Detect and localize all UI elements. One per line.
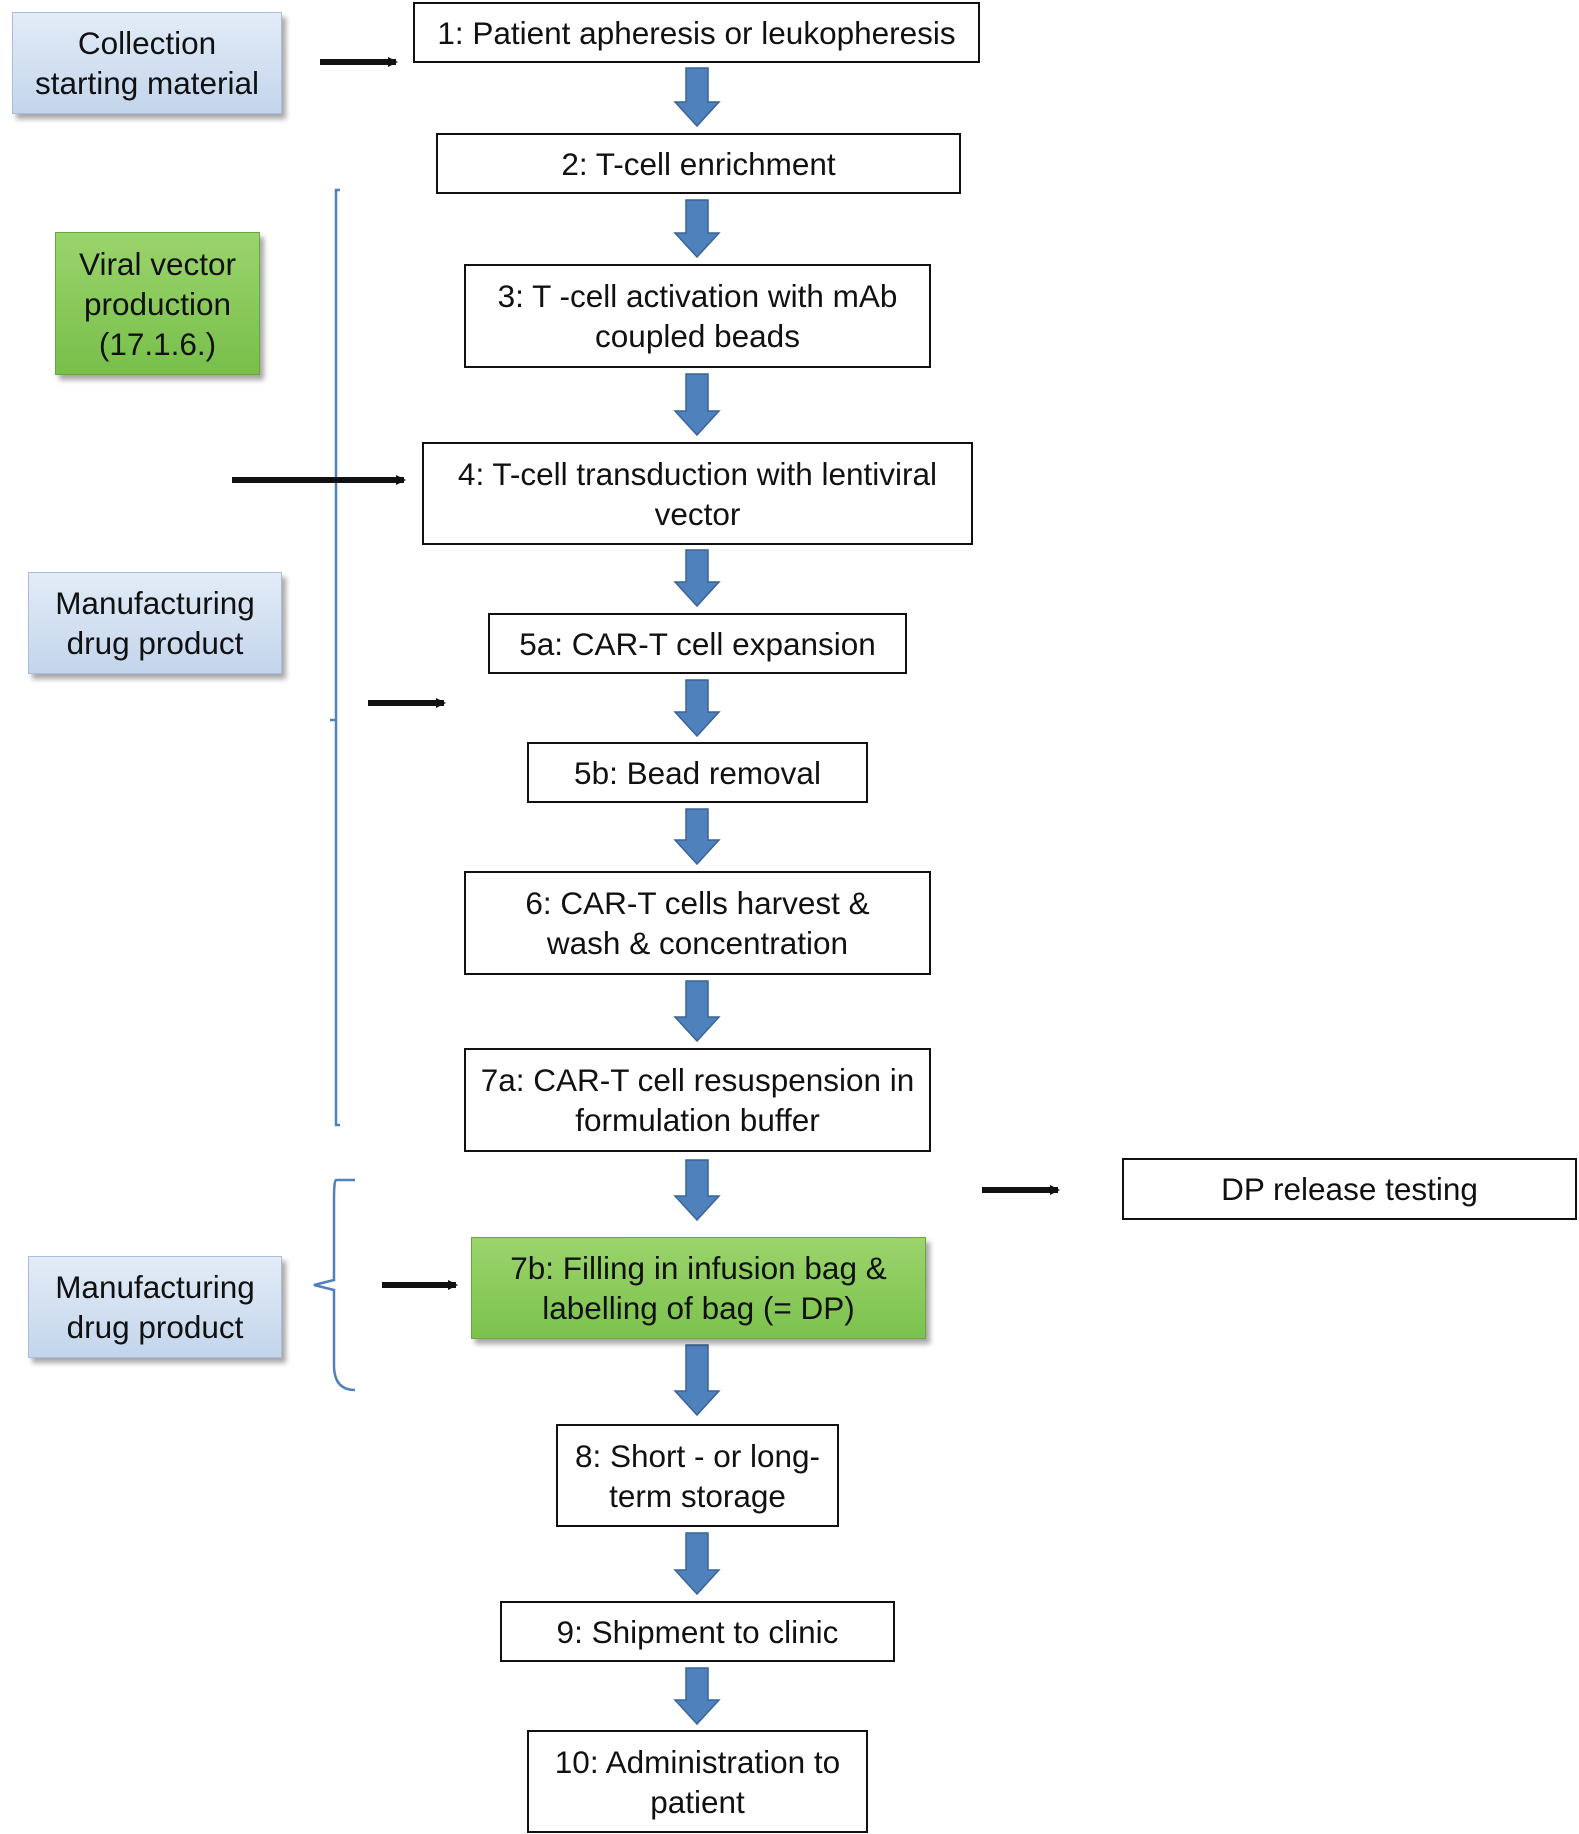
step-10-administration: 10: Administration to patient — [527, 1730, 868, 1833]
flow-arrow-2 — [673, 199, 721, 259]
step-2-t-cell-enrichment: 2: T-cell enrichment — [436, 133, 961, 194]
step-8-storage: 8: Short - or long- term storage — [556, 1424, 839, 1527]
flow-arrow-9 — [673, 1344, 721, 1417]
step-6-harvest-wash: 6: CAR-T cells harvest & wash & concentr… — [464, 871, 931, 975]
flow-arrow-7 — [673, 980, 721, 1043]
step-3-t-cell-activation: 3: T -cell activation with mAb coupled b… — [464, 264, 931, 368]
flow-arrow-8 — [673, 1159, 721, 1222]
collection-starting-material-label: Collection starting material — [12, 12, 282, 114]
flow-arrow-6 — [673, 808, 721, 866]
step-7a-resuspension: 7a: CAR-T cell resuspension in formulati… — [464, 1048, 931, 1152]
dp-release-testing-box: DP release testing — [1122, 1158, 1577, 1220]
step-1-patient-apheresis: 1: Patient apheresis or leukopheresis — [413, 2, 980, 63]
manufacturing-drug-product-label-1: Manufacturing drug product — [28, 572, 282, 674]
flow-arrow-4 — [673, 549, 721, 608]
flow-arrows — [673, 67, 721, 1726]
manufacturing-drug-product-label-2: Manufacturing drug product — [28, 1256, 282, 1358]
flow-arrow-3 — [673, 373, 721, 437]
step-5b-bead-removal: 5b: Bead removal — [527, 742, 868, 803]
flow-arrow-11 — [673, 1667, 721, 1726]
flow-arrow-1 — [673, 67, 721, 128]
step-7b-filling-infusion-bag: 7b: Filling in infusion bag & labelling … — [471, 1237, 926, 1339]
step-9-shipment: 9: Shipment to clinic — [500, 1601, 895, 1662]
flow-arrow-5 — [673, 679, 721, 738]
step-4-t-cell-transduction: 4: T-cell transduction with lentiviral v… — [422, 442, 973, 545]
manufacturing-bracket-1 — [330, 188, 340, 1127]
viral-vector-production-label: Viral vector production (17.1.6.) — [55, 232, 260, 375]
flow-arrow-10 — [673, 1532, 721, 1596]
step-5a-car-t-expansion: 5a: CAR-T cell expansion — [488, 613, 907, 674]
manufacturing-bracket-2 — [313, 1178, 356, 1392]
